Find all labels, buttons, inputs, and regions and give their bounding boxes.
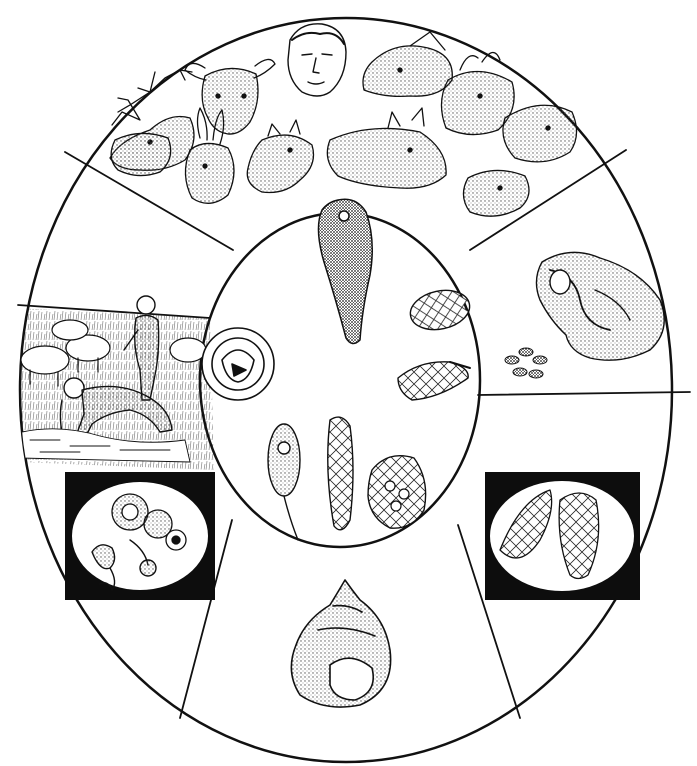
pig-head-icon	[363, 32, 452, 96]
redia-icon	[328, 417, 353, 530]
encysted-larva-icon	[202, 328, 274, 400]
egg-icon	[407, 285, 474, 335]
sector-adult-in-host-liver	[505, 252, 664, 378]
liver-icon	[536, 252, 664, 360]
sporocyst-icon	[268, 424, 300, 540]
sector-snail-host	[291, 580, 390, 707]
sector-miracidium-stage	[65, 472, 215, 600]
sheep-head-icon	[463, 170, 529, 216]
sector-sporocysts	[485, 472, 640, 600]
human-head-icon	[288, 24, 346, 96]
center-stages	[202, 199, 473, 540]
sector-hosts	[110, 24, 577, 216]
sector-infection-scene	[15, 296, 214, 470]
miracidium-icon	[398, 362, 470, 400]
calf-head-icon	[111, 133, 171, 175]
donkey-head-icon	[327, 108, 446, 188]
cattle-head-icon	[185, 59, 275, 134]
horse-head-icon	[247, 120, 313, 193]
cercaria-icon	[368, 456, 426, 528]
adult-fluke-icon	[318, 199, 372, 343]
fluke-clusters-icon	[505, 348, 547, 378]
snail-icon	[291, 580, 390, 707]
camel-head-icon	[503, 105, 577, 162]
